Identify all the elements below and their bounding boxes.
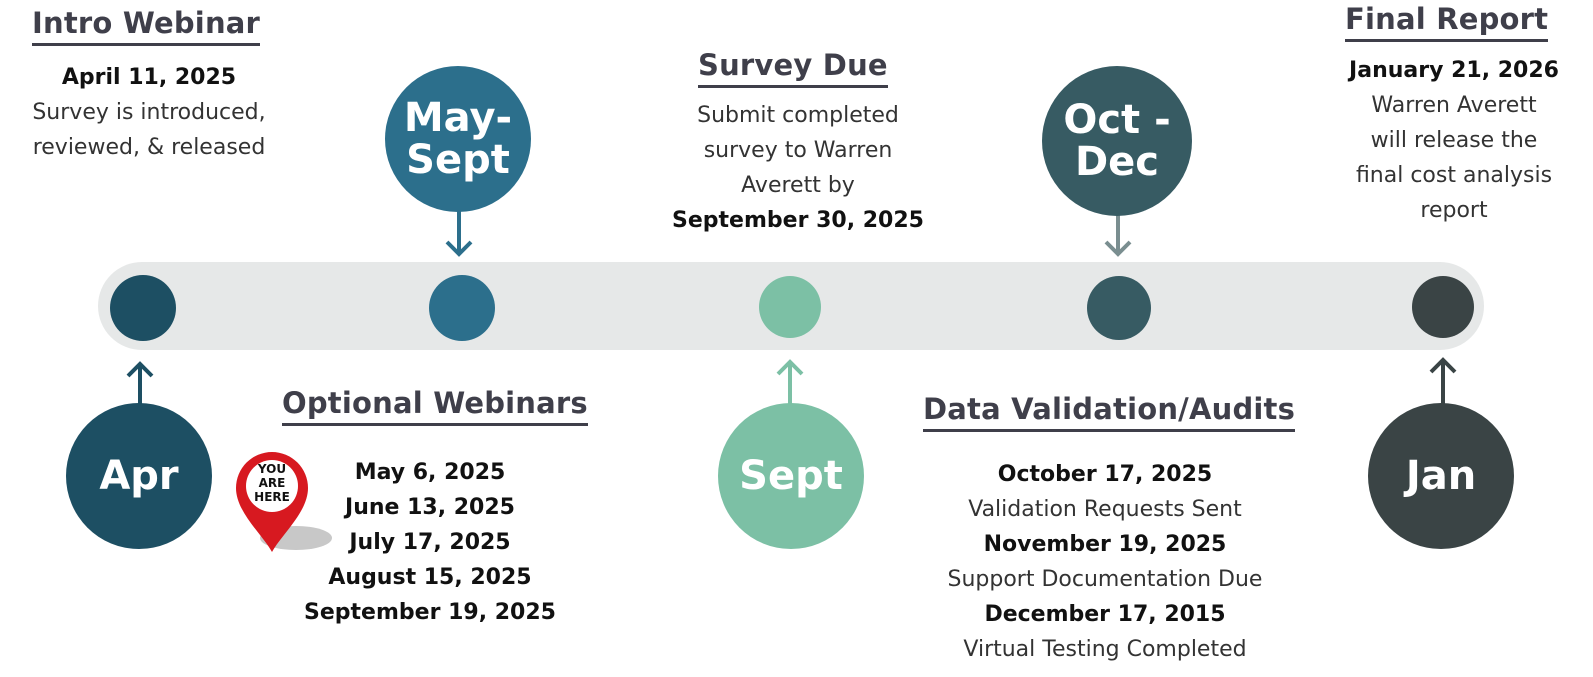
timeline-dot-jan [1412, 276, 1474, 338]
data-validation-item3-text: Virtual Testing Completed [963, 637, 1247, 662]
arrow-down-icon [445, 210, 473, 257]
pin-here: HERE [254, 490, 290, 504]
timeline-dot-sept [759, 276, 821, 338]
survey-due-line3: Averett by [741, 173, 855, 198]
survey-due-line2: survey to Warren [703, 138, 893, 163]
optional-webinar-date: July 17, 2025 [349, 530, 511, 555]
intro-webinar-line1: Survey is introduced, [32, 100, 266, 125]
milestone-may-sept: May- Sept [385, 66, 531, 212]
intro-webinar-heading: Intro Webinar [32, 6, 261, 46]
final-report-line4: report [1420, 198, 1488, 223]
data-validation-item2-text: Support Documentation Due [947, 567, 1263, 592]
arrow-up-icon [776, 359, 804, 406]
survey-due-details: Submit completed survey to Warren Averet… [648, 98, 948, 238]
milestone-jan: Jan [1368, 403, 1514, 549]
pin-you: YOU [257, 462, 286, 476]
final-report-line1: Warren Averett [1371, 93, 1537, 118]
milestone-oct-dec-line2: Dec [1074, 139, 1160, 185]
data-validation-item1-date: October 17, 2025 [997, 462, 1213, 487]
milestone-oct-dec-line1: Oct - [1063, 97, 1171, 143]
arrow-up-icon [1429, 357, 1457, 404]
milestone-may-sept-line1: May- [403, 95, 513, 141]
optional-webinar-date: September 19, 2025 [304, 600, 556, 625]
pin-are: ARE [259, 476, 286, 490]
milestone-jan-label: Jan [1405, 453, 1477, 499]
survey-due-heading: Survey Due [698, 48, 888, 88]
final-report-line2: will release the [1370, 128, 1538, 153]
data-validation-heading: Data Validation/Audits [923, 392, 1296, 432]
survey-due-date: September 30, 2025 [672, 208, 924, 233]
data-validation-item3-date: December 17, 2015 [984, 602, 1226, 627]
final-report-line3: final cost analysis [1355, 163, 1553, 188]
intro-webinar-details: April 11, 2025 Survey is introduced, rev… [4, 60, 294, 165]
optional-webinar-date: May 6, 2025 [354, 460, 506, 485]
intro-webinar-line2: reviewed, & released [32, 135, 266, 160]
final-report-date: January 21, 2026 [1349, 58, 1559, 83]
milestone-oct-dec: Oct - Dec [1042, 66, 1192, 216]
milestone-apr: Apr [66, 403, 212, 549]
data-validation-item2-date: November 19, 2025 [983, 532, 1227, 557]
optional-webinar-date: June 13, 2025 [345, 495, 515, 520]
final-report-details: January 21, 2026 Warren Averett will rel… [1322, 53, 1586, 228]
arrow-up-icon [126, 361, 154, 408]
milestone-may-sept-line2: Sept [406, 137, 510, 183]
map-pin-icon: YOU ARE HERE [236, 452, 332, 552]
timeline-dot-oct-dec [1087, 276, 1151, 340]
timeline-dot-apr [110, 275, 176, 341]
timeline-dot-may-sept [429, 275, 495, 341]
final-report-heading: Final Report [1345, 2, 1549, 42]
optional-webinar-date: August 15, 2025 [328, 565, 532, 590]
optional-webinars-dates: May 6, 2025 June 13, 2025 July 17, 2025 … [280, 455, 580, 630]
intro-webinar-date: April 11, 2025 [61, 65, 237, 90]
data-validation-item1-text: Validation Requests Sent [968, 497, 1242, 522]
milestone-sept-label: Sept [739, 453, 843, 499]
survey-due-line1: Submit completed [697, 103, 899, 128]
data-validation-details: October 17, 2025 Validation Requests Sen… [920, 457, 1290, 667]
milestone-apr-label: Apr [99, 453, 179, 499]
arrow-down-icon [1104, 210, 1132, 257]
milestone-sept: Sept [718, 403, 864, 549]
optional-webinars-heading: Optional Webinars [282, 386, 588, 426]
